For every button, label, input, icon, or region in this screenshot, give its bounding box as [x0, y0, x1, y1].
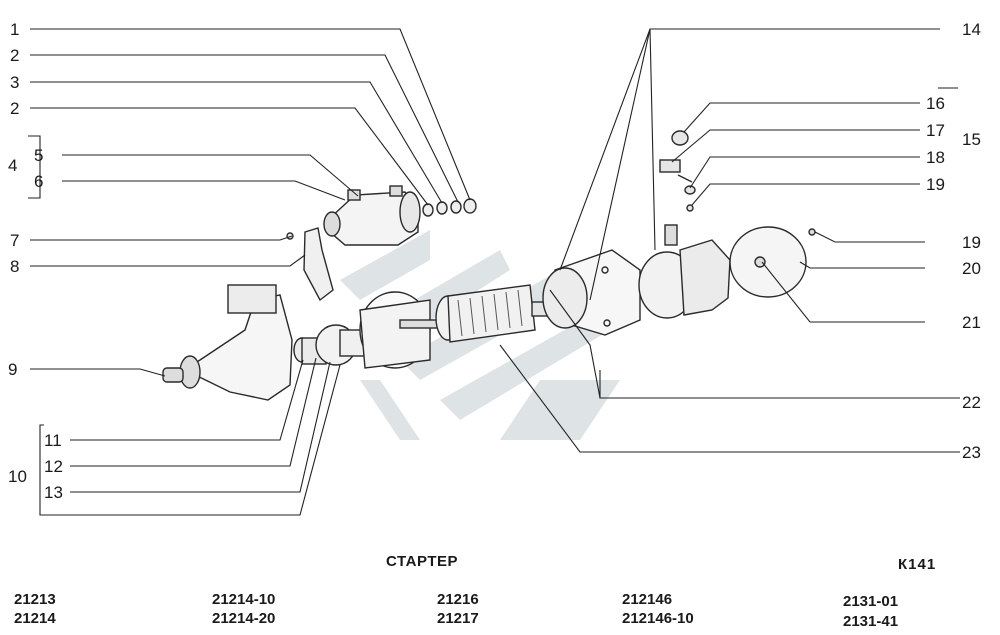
callout-3: 3: [10, 73, 19, 92]
callout-19a: 19: [926, 175, 945, 194]
callout-9: 9: [8, 360, 17, 379]
model-code: 21216: [437, 591, 479, 608]
fork-lever: [286, 227, 334, 302]
callout-2b: 2: [10, 99, 19, 118]
model-code: 212146: [622, 591, 673, 608]
brush-parts: [659, 130, 696, 212]
solenoid-relay: [323, 185, 421, 246]
callout-12: 12: [44, 457, 63, 476]
model-code: 212146-10: [622, 610, 694, 627]
callout-14: 14: [962, 20, 981, 39]
callout-11: 11: [44, 431, 62, 450]
page-code: К141: [898, 556, 937, 573]
callout-17: 17: [926, 121, 945, 140]
callout-13: 13: [44, 483, 63, 502]
callout-19b: 19: [962, 233, 981, 252]
brush-holder: [638, 224, 731, 319]
callout-1: 1: [10, 20, 19, 39]
model-code: 21217: [437, 610, 479, 627]
callout-5: 5: [34, 146, 43, 165]
callout-8: 8: [10, 257, 19, 276]
washers-nuts: [422, 198, 477, 217]
leader-lines: [28, 28, 960, 516]
model-code: 21214-10: [212, 591, 276, 608]
bushing: [162, 367, 184, 383]
diagram-title: СТАРТЕР: [386, 553, 458, 570]
callout-10: 10: [8, 467, 27, 486]
end-cap: [729, 226, 816, 298]
gear-housing: [359, 291, 431, 369]
callout-16: 16: [926, 94, 945, 113]
model-code: 21214: [14, 610, 56, 627]
model-code: 2131-41: [843, 613, 899, 630]
model-code: 21213: [14, 591, 56, 608]
model-code: 2131-01: [843, 593, 899, 610]
callout-15: 15: [962, 130, 981, 149]
stator-frame: [542, 249, 641, 336]
model-code: 21214-20: [212, 610, 276, 627]
callout-7: 7: [10, 231, 19, 250]
callout-6: 6: [34, 172, 43, 191]
callout-2a: 2: [10, 46, 19, 65]
callout-23: 23: [962, 443, 981, 462]
drive-end-housing: [179, 284, 293, 401]
callout-numbers: 1 2 3 2 4 5 6 7 8 9 10 11 12 13 14 15 16…: [8, 20, 981, 502]
callout-20: 20: [962, 259, 981, 278]
callout-22: 22: [962, 393, 981, 412]
callout-21: 21: [962, 313, 981, 332]
callout-4: 4: [8, 156, 17, 175]
callout-18: 18: [926, 148, 945, 167]
